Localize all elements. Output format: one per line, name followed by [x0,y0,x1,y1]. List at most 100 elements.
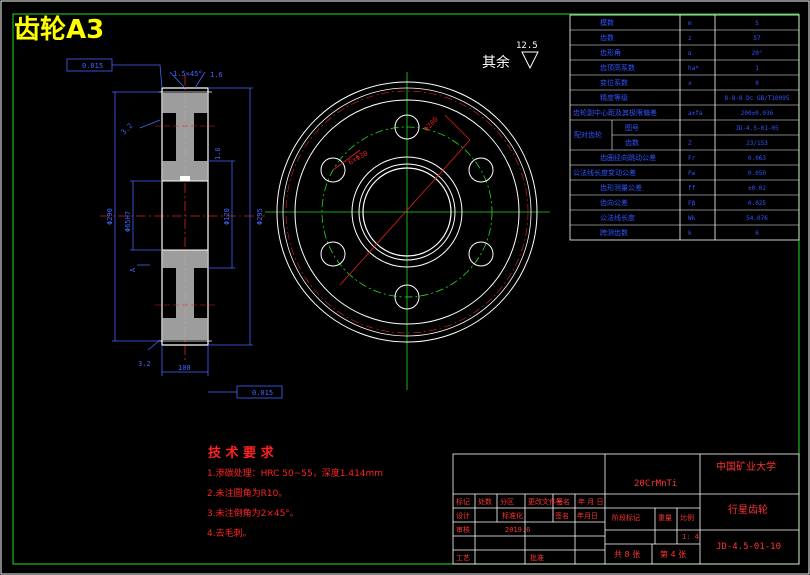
bolt-hole [468,157,494,183]
note-item: 2.未注圆角为R10。 [207,487,287,499]
param-name: 齿形测量公差 [600,183,642,192]
param-subname: 图号 [625,124,639,132]
param-name: 公法线长度变动公差 [573,168,636,177]
note-item: 3.未注倒角为2×45°。 [207,507,299,519]
param-value: ±0.02 [748,185,766,192]
param-value: 20° [752,50,763,57]
param-value: 0 [755,80,759,87]
dim-radius-top: 1.6 [210,71,223,79]
front-view [265,72,550,390]
tb-school: 中国矿业大学 [716,460,776,473]
dim-bore: Φ65H7 [124,211,132,232]
tb-process-label: 工艺 [456,554,470,562]
tb-header-cell: 签名 [556,497,570,506]
param-symbol: Wk [688,215,696,222]
param-name: 模数 [600,18,614,27]
tb-approve-label: 批准 [530,553,544,562]
tol-frame-bottom: 0.015 [252,389,273,397]
tb-weight-label: 重量 [658,514,672,522]
tb-review-label: 审核 [456,525,470,534]
param-name: 跨测齿数 [600,228,628,237]
tb-scale-value: 1: 4 [682,533,699,541]
sheet-title: 齿轮A3 [14,15,104,45]
dim-chamfer: 1.5×45° [173,70,203,78]
tb-header-cell: 年 月 日 [578,497,603,506]
param-symbol: α [688,50,692,57]
param-symbol: Z [688,140,692,147]
param-subname: 齿数 [625,138,639,147]
tb-std-label: 标准化 [502,511,523,520]
tb-sheet-no: 第 4 张 [660,549,686,559]
param-value: 23/153 [746,140,768,147]
param-name: 齿圈径向跳动公差 [600,153,656,162]
param-name: 精度等级 [600,93,628,102]
param-symbol: ff [688,185,696,192]
dim-pitch-circle: Φ200 [423,115,440,133]
rough-web: 1.6 [214,147,222,160]
param-name: 配对齿轮 [574,130,602,139]
tb-review-value: 2019.6 [505,526,530,534]
tb-drawing-no: JD-4.5-01-10 [716,542,781,552]
param-name: 变位系数 [600,78,628,87]
tb-header-cell: 处数 [478,497,492,506]
note-item: 1.渗碳处理：HRC 50~55，深度1.414mm [207,467,383,479]
param-symbol: Fr [688,155,696,162]
sheet-inner-border [12,13,800,565]
param-value: JD-4.5-01-05 [735,125,779,132]
tb-sign-label: 签名 [555,511,569,520]
note-item: 4.去毛刺。 [207,527,252,539]
param-value: 0.063 [748,155,766,162]
param-name: 齿轮副中心距及其极限偏差 [573,108,657,117]
tb-date-label: 年月日 [577,511,598,520]
param-value: 6 [755,230,759,237]
param-symbol: ha* [688,65,699,72]
param-symbol: z [688,35,692,42]
param-symbol: x [688,80,692,87]
tb-design-label: 设计 [456,511,470,520]
param-value: 57 [753,35,761,42]
bolt-hole [320,157,346,183]
tb-sheets-total: 共 8 张 [614,550,640,559]
param-symbol: Fβ [688,200,696,207]
param-symbol: Fw [688,170,696,177]
param-name: 齿数 [600,33,614,42]
tb-header-cell: 分区 [500,497,514,506]
rough-bot: 3.2 [138,360,151,368]
param-value: 200±0.036 [741,110,774,117]
param-table-frame [569,14,800,241]
param-value: 5 [755,20,759,27]
bolt-hole [320,241,346,267]
tb-header-cell: 更改文件号 [528,497,563,506]
dim-hub: Φ120 [223,208,231,225]
tb-header-cell: 标记 [456,497,470,506]
bolt-hole [394,284,420,310]
bolt-hole [468,241,494,267]
roughness-label: 其余 [482,54,510,71]
dim-od-right: Φ295 [256,208,264,225]
section-view [100,75,265,360]
bolt-hole [394,114,420,140]
tb-header-row: 标记处数分区 更改文件号签名年 月 日 [456,497,603,506]
tb-scale-label: 比例 [680,513,694,522]
param-name: 公法线长度 [600,213,635,222]
roughness-value: 12.5 [516,41,538,51]
tb-stage-label: 阶段标记 [612,513,640,522]
param-name: 齿形角 [600,48,621,57]
param-symbol: k [688,230,692,237]
section-dimensions [66,58,283,399]
param-value: 54.076 [746,215,768,222]
param-name: 齿向公差 [600,198,628,207]
tb-material: 20CrMnTi [634,479,677,489]
tol-frame-top: 0.015 [82,62,103,70]
param-name: 齿顶高系数 [600,63,635,72]
param-value: 0.050 [748,170,766,177]
roughness-symbol [521,51,539,70]
rough-mid: 3.2 [120,122,135,137]
tb-part-name: 行星齿轮 [728,503,768,516]
param-symbol: a±fa [688,110,703,117]
dim-width: 100 [178,364,191,372]
datum-label: A [129,267,137,272]
